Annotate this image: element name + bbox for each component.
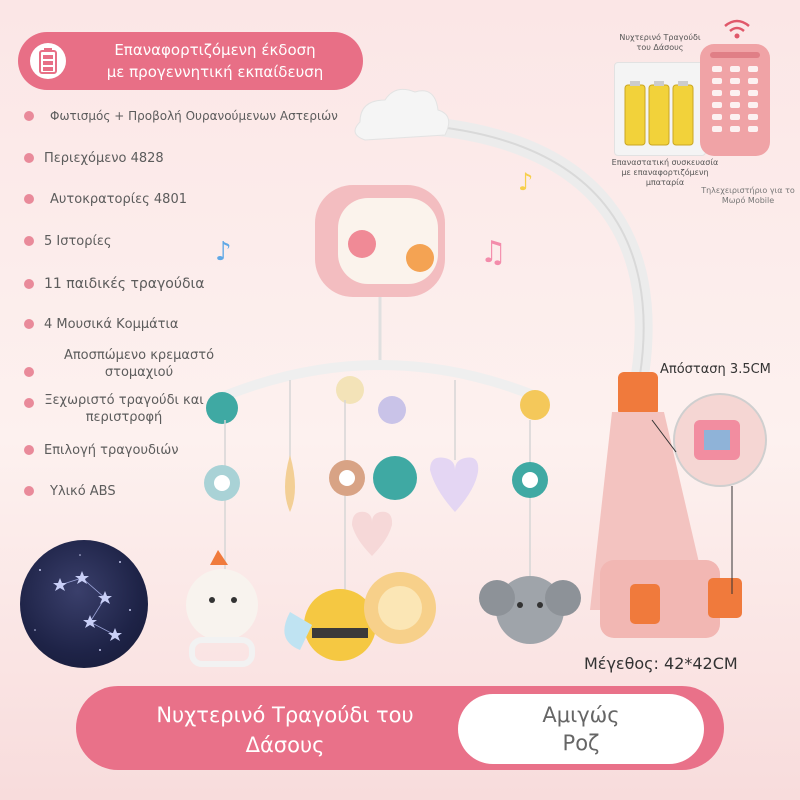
bullet-dot-icon (24, 486, 34, 496)
battery-pack-caption: Επαναστατική συσκευασία με επαναφορτιζόμ… (611, 158, 719, 187)
badge-line-2: με προγεννητική εκπαίδευση (106, 63, 324, 81)
feature-item: 4 Μουσικά Κομμάτια (24, 316, 354, 333)
remote-control (700, 44, 770, 156)
battery-pack-box: Νυχτερινό Τραγούδι του Δάσους (614, 33, 706, 156)
product-name: Νυχτερινό Τραγούδι του Δάσους (156, 703, 414, 757)
batteries-image (624, 81, 694, 146)
feature-item: Φωτισμός + Προβολή Ουρανούμενων Αστεριών (24, 108, 354, 125)
badge-line-1: Επαναφορτιζόμενη έκδοση (114, 41, 316, 59)
bullet-dot-icon (24, 445, 34, 455)
feature-item: 11 παιδικές τραγούδια (24, 276, 354, 293)
svg-text:♪: ♪ (215, 237, 232, 267)
bullet-dot-icon (24, 319, 34, 329)
svg-text:♪: ♪ (518, 168, 533, 196)
color-variant-pill[interactable]: Αμιγώς Ροζ (458, 694, 704, 764)
bullet-dot-icon (24, 153, 34, 163)
star-projection-photo (20, 540, 148, 668)
bullet-dot-icon (24, 236, 34, 246)
battery-icon (30, 43, 66, 79)
size-label: Μέγεθος: 42*42CM (584, 654, 738, 673)
feature-item: 5 Ιστορίες (24, 233, 354, 250)
color-variant-label: Αμιγώς Ροζ (542, 703, 620, 755)
rechargeable-badge: Επαναφορτιζόμενη έκδοση με προγεννητική … (18, 32, 363, 90)
feature-item: Περιεχόμενο 4828 (24, 150, 354, 167)
feature-item: Επιλογή τραγουδιών (24, 442, 354, 459)
feature-item: Υλικό ABS (24, 483, 354, 500)
distance-label: Απόσταση 3.5CM (660, 362, 771, 377)
wifi-signal-icon (722, 18, 752, 44)
bullet-dot-icon (24, 367, 34, 377)
feature-item: Ξεχωριστό τραγούδι και περιστροφή (24, 392, 354, 426)
battery-pack-title: Νυχτερινό Τραγούδι του Δάσους (619, 33, 701, 52)
bullet-dot-icon (24, 398, 34, 408)
remote-caption: Τηλεχειριστήριο για το Μωρό Mobile (701, 186, 795, 205)
svg-text:♫: ♫ (480, 235, 507, 270)
bullet-dot-icon (24, 194, 34, 204)
bullet-dot-icon (24, 279, 34, 289)
feature-item: Αποσπώμενο κρεμαστό στομαχιού (24, 347, 354, 381)
bullet-dot-icon (24, 111, 34, 121)
feature-item: Αυτοκρατορίες 4801 (24, 191, 354, 208)
